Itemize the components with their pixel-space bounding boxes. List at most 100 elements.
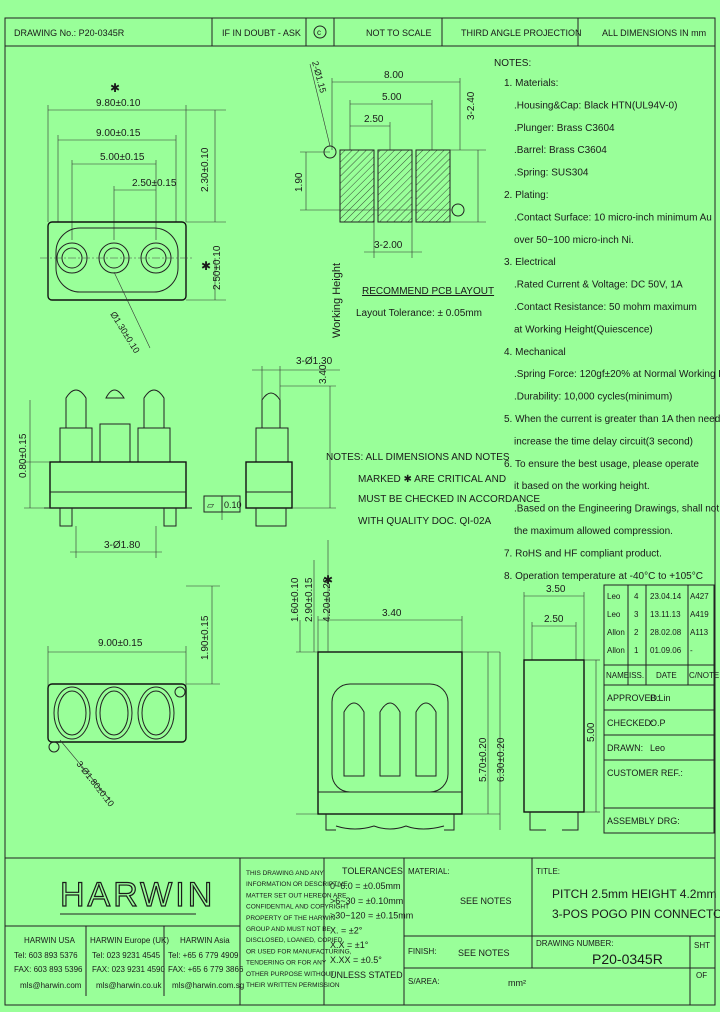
crit-mark-front: ✱ <box>323 573 333 587</box>
sheet-label: SHT <box>694 941 710 950</box>
legal-line: OR USED FOR MANUFACTURING, <box>246 948 352 955</box>
tolerance-line: UNLESS STATED <box>330 970 403 980</box>
pcb-dim-small: 2.50 <box>364 114 384 125</box>
legal-line: OTHER PURPOSE WITHOUT <box>246 971 335 978</box>
rev-header-date: DATE <box>656 671 677 680</box>
side-dim-left: 0.80±0.15 <box>18 433 29 478</box>
contact-eu-1: HARWIN Europe (UK) <box>90 936 169 945</box>
material-label: MATERIAL: <box>408 867 450 876</box>
material-value: SEE NOTES <box>460 896 512 906</box>
not-to-scale-label: NOT TO SCALE <box>366 28 432 38</box>
legal-line: MATTER SET OUT HEREON ARE <box>246 892 347 899</box>
contact-usa-1: HARWIN USA <box>24 936 76 945</box>
dim-top-w2: 9.00±0.15 <box>96 128 141 139</box>
tolerance-line: X.XX = ±0.5° <box>330 955 382 965</box>
legal-line: THEIR WRITTEN PERMISSION <box>246 982 340 989</box>
tolerance-title: TOLERANCES <box>342 866 403 876</box>
rev-header-name: NAME <box>606 671 629 680</box>
note-line: .Based on the Engineering Drawings, shal… <box>514 504 720 515</box>
crit-note-line-2: MARKED ✱ ARE CRITICAL AND <box>358 474 506 485</box>
note-line: .Rated Current & Voltage: DC 50V, 1A <box>514 280 683 291</box>
customer-ref-label: CUSTOMER REF.: <box>607 768 683 778</box>
dimensions-unit-label: ALL DIMENSIONS IN mm <box>602 28 706 38</box>
flatness-icon: ▱ <box>207 500 214 510</box>
front-dim-3: 4.20±0.20 <box>322 577 333 622</box>
checked-label: CHECKED: <box>607 718 654 728</box>
right-side-view: 3.50 2.50 5.00 <box>523 584 600 831</box>
side-flatness: 0.10 <box>224 500 242 510</box>
note-line: 4. Mechanical <box>504 347 566 358</box>
notes-block: NOTES: 1. Materials:.Housing&Cap: Black … <box>494 58 720 582</box>
right-dim-right: 5.00 <box>586 722 597 742</box>
front-view: 3.40 1.60±0.10 2.90±0.15 ✱ 4.20±0.20 5.7… <box>290 540 507 831</box>
pcb-dim-bot: 3-2.00 <box>374 240 403 251</box>
dim-top-h1: 2.30±0.10 <box>200 147 211 192</box>
contact-usa-4: mls@harwin.com <box>20 981 82 990</box>
revision-cell: 28.02.08 <box>650 628 682 637</box>
note-line: 2. Plating: <box>504 190 548 201</box>
bottom-dim-right: 1.90±0.15 <box>200 615 211 660</box>
bottom-view: 9.00±0.15 1.90±0.15 3-Ø1.80±0.10 <box>47 585 220 809</box>
dim-top-dia: Ø1.30±0.10 <box>108 310 141 355</box>
checked-value: O.P <box>650 718 666 728</box>
header-strip: DRAWING No.: P20-0345R IF IN DOUBT - ASK… <box>4 17 716 47</box>
note-line: over 50~100 micro-inch Ni. <box>514 235 634 246</box>
critical-note: NOTES: ALL DIMENSIONS AND NOTES MARKED ✱… <box>326 452 540 527</box>
legal-line: TENDERING OR FOR ANY <box>246 960 327 967</box>
dim-top-h2: 2.50±0.10 <box>212 245 223 290</box>
title-block: HARWIN HARWIN USA Tel: 603 893 5376 FAX:… <box>5 857 720 1005</box>
revision-cell: 2 <box>634 628 639 637</box>
drawn-label: DRAWN: <box>607 743 643 753</box>
drawn-value: Leo <box>650 743 665 753</box>
finish-label: FINISH: <box>408 947 436 956</box>
contact-eu-3: FAX: 023 9231 4590 <box>92 965 166 974</box>
side-view: 0.80±0.15 3-Ø1.80 ▱ 0.10 <box>18 389 242 558</box>
contact-asia-3: FAX: +65 6 779 3866 <box>168 965 244 974</box>
contact-eu-2: Tel: 023 9231 4545 <box>92 951 161 960</box>
revision-cell: - <box>690 646 693 655</box>
note-line: 8. Operation temperature at -40°C to +10… <box>504 571 703 582</box>
end-view: 3-Ø1.30 3.40 Working Height <box>245 263 343 527</box>
title-label: TITLE: <box>536 867 560 876</box>
copyright-icon <box>313 25 327 39</box>
side-dim-bot: 3-Ø1.80 <box>104 540 141 551</box>
contact-eu-4: mls@harwin.co.uk <box>96 981 162 990</box>
legal-line: THIS DRAWING AND ANY <box>246 870 324 877</box>
right-dim-mid: 2.50 <box>544 614 564 625</box>
contact-usa-2: Tel: 603 893 5376 <box>14 951 78 960</box>
dim-top-w4: 2.50±0.15 <box>132 178 177 189</box>
front-dim-top: 3.40 <box>382 608 402 619</box>
revision-cell: Allon <box>607 646 625 655</box>
notes-title: NOTES: <box>494 58 531 69</box>
crit-mark-top: ✱ <box>110 81 120 95</box>
note-line: .Spring: SUS304 <box>514 168 589 179</box>
finish-value: SEE NOTES <box>458 948 510 958</box>
approval-block: APPROVED: B.Lin CHECKED: O.P DRAWN: Leo … <box>603 684 715 834</box>
note-line: .Contact Resistance: 50 mohm maximum <box>514 302 697 313</box>
crit-mark-h2: ✱ <box>201 259 211 273</box>
pcb-layout-tolerance: Layout Tolerance: ± 0.05mm <box>356 308 482 319</box>
crit-note-line-4: WITH QUALITY DOC. QI-02A <box>358 516 491 527</box>
legal-line: GROUP AND MUST NOT BE <box>246 926 332 933</box>
revision-cell: A419 <box>690 610 709 619</box>
revision-cell: Allon <box>607 628 625 637</box>
legal-line: DISCLOSED, LOANED, COPIED <box>246 937 343 944</box>
end-dim-top: 3-Ø1.30 <box>296 356 333 367</box>
crit-note-line-1: NOTES: ALL DIMENSIONS AND NOTES <box>326 452 510 463</box>
contact-asia-2: Tel: +65 6 779 4909 <box>168 951 239 960</box>
title-line-2: 3-POS POGO PIN CONNECTOR <box>552 907 720 921</box>
revision-cell: Leo <box>607 610 621 619</box>
end-work-label: Working Height <box>331 263 343 338</box>
revision-cell: 1 <box>634 646 639 655</box>
crit-note-line-3: MUST BE CHECKED IN ACCORDANCE <box>358 494 540 505</box>
note-line: 5. When the current is greater than 1A t… <box>504 414 720 425</box>
bottom-dim-dia: 3-Ø1.80±0.10 <box>74 759 116 808</box>
revision-cell: 3 <box>634 610 639 619</box>
copyright-symbol: c <box>317 28 321 37</box>
assembly-drg-label: ASSEMBLY DRG: <box>607 816 680 826</box>
dim-top-w1: 9.80±0.10 <box>96 98 141 109</box>
harwin-logo: HARWIN <box>60 876 215 914</box>
area-value: mm² <box>508 978 526 988</box>
